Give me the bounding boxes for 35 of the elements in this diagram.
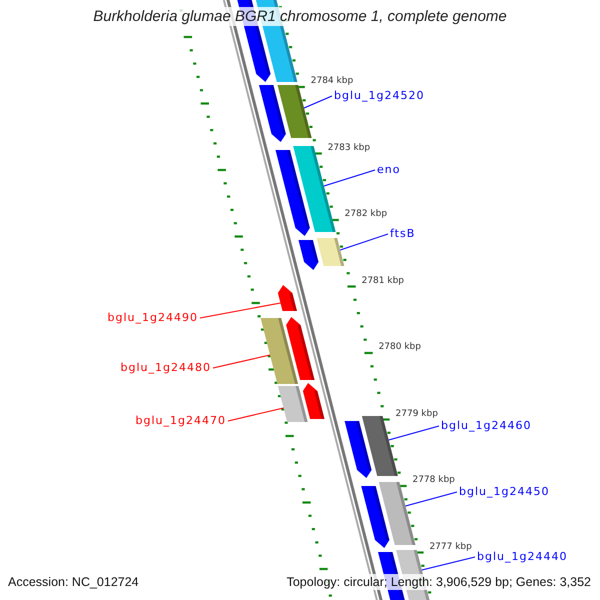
scale-label: 2780 kbp xyxy=(378,342,421,353)
gene-feature xyxy=(278,85,312,138)
leader-line xyxy=(200,302,281,318)
leader-line xyxy=(388,426,440,440)
leader-line xyxy=(228,408,284,422)
gene-label: bglu_1g24470 xyxy=(136,414,226,428)
gene-label: ftsB xyxy=(390,227,416,241)
gene-label: bglu_1g24450 xyxy=(459,485,550,499)
scale-label: 2779 kbp xyxy=(396,408,438,420)
leader-line xyxy=(340,234,388,250)
gene-label: bglu_1g24490 xyxy=(108,311,198,325)
gene-label: bglu_1g24440 xyxy=(477,550,568,564)
genome-summary-text: Topology: circular; Length: 3,906,529 bp; Genes: 3,352 xyxy=(286,574,591,590)
gene-label: bglu_1g24460 xyxy=(441,419,532,433)
gene-feature xyxy=(278,386,308,422)
leader-line xyxy=(212,354,271,368)
scale-label: 2784 kbp xyxy=(310,76,354,87)
accession-text: Accession: NC_012724 xyxy=(8,574,139,590)
scale-label: 2778 kbp xyxy=(412,475,455,486)
scale-label: 2783 kbp xyxy=(328,142,370,154)
gene-feature xyxy=(362,416,398,476)
gene-feature xyxy=(378,482,416,545)
gene-feature xyxy=(278,285,297,311)
leader-line xyxy=(421,556,476,570)
gene-feature xyxy=(260,318,298,384)
gene-label: bglu_1g24520 xyxy=(334,89,424,103)
gene-feature xyxy=(316,238,344,266)
leader-line xyxy=(405,492,458,506)
leader-line xyxy=(323,170,376,186)
leader-line xyxy=(304,96,332,108)
gene-label: eno xyxy=(377,163,400,177)
scale-label: 2777 kbp xyxy=(429,542,472,552)
gene-label: bglu_1g24480 xyxy=(120,361,211,375)
scale-label: 2781 kbp xyxy=(362,276,404,286)
scale-label: 2782 kbp xyxy=(344,209,388,220)
